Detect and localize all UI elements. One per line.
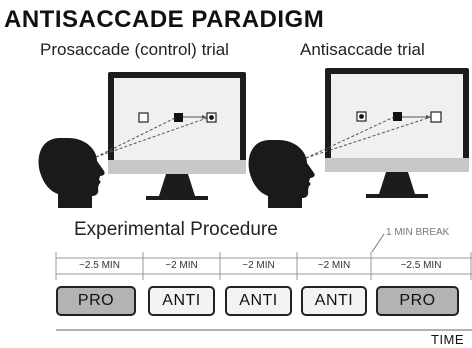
duration-label-1: ~2.5 MIN — [79, 260, 120, 271]
procedure-title: Experimental Procedure — [74, 219, 278, 240]
left-monitor-icon — [108, 72, 246, 200]
left-target-dot-icon — [209, 115, 214, 120]
duration-label-3: ~2 MIN — [242, 260, 275, 271]
duration-label-5: ~2.5 MIN — [400, 260, 442, 271]
break-label: 1 MIN BREAK — [386, 227, 450, 238]
time-axis-label: TIME — [431, 332, 465, 347]
right-monitor-icon — [325, 68, 469, 198]
duration-label-2: ~2 MIN — [165, 260, 198, 271]
right-empty-square-icon — [430, 111, 442, 123]
left-head-silhouette-icon — [38, 138, 105, 208]
left-fixation-square-icon — [174, 113, 183, 122]
right-fixation-square-icon — [393, 112, 402, 121]
right-target-dot-icon — [359, 114, 364, 119]
block-pro-1: PRO — [56, 286, 136, 316]
block-anti-1: ANTI — [148, 286, 215, 316]
block-anti-2: ANTI — [225, 286, 292, 316]
block-pro-2: PRO — [376, 286, 459, 316]
duration-label-4: ~2 MIN — [317, 260, 351, 271]
right-head-silhouette-icon — [248, 140, 315, 208]
left-empty-square-icon — [138, 112, 149, 123]
diagram-title: ANTISACCADE PARADIGM — [4, 6, 325, 33]
block-anti-3: ANTI — [301, 286, 367, 316]
antisaccade-trial-label: Antisaccade trial — [300, 40, 425, 59]
prosaccade-trial-label: Prosaccade (control) trial — [40, 40, 229, 59]
break-pointer-line — [371, 233, 385, 253]
